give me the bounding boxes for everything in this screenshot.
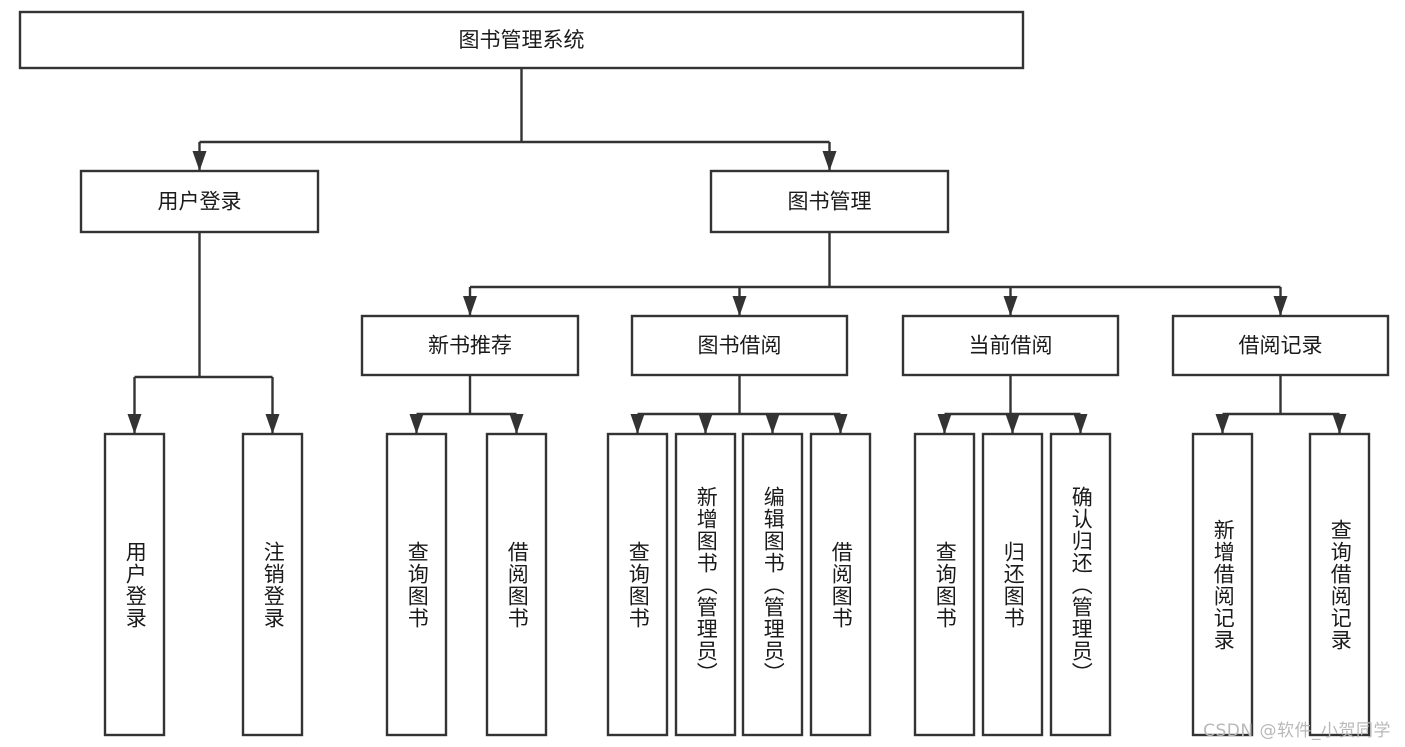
arrow-head-icon (732, 296, 747, 316)
node-box-l3-current[interactable] (901, 314, 1120, 377)
arrow-head-icon (1073, 414, 1088, 434)
node-box-l4-bo-add[interactable] (674, 432, 737, 737)
node-label-root: 图书管理系统 (459, 28, 585, 52)
arrow-head-icon (833, 414, 848, 434)
arrow-head-icon (463, 296, 477, 316)
node-box-l2-book[interactable] (709, 169, 950, 234)
node-box-l2-user[interactable] (79, 169, 320, 234)
node-label-l3-record: 借阅记录 (1239, 334, 1323, 358)
arrow-head-icon (1003, 296, 1018, 316)
node-box-l4-bo-lend[interactable] (809, 432, 872, 737)
node-box-l4-user-login[interactable] (103, 432, 166, 737)
node-box-root[interactable] (18, 10, 1025, 70)
arrow-head-icon (765, 414, 780, 434)
box-layer (18, 10, 1390, 737)
node-box-l3-newbook[interactable] (360, 314, 580, 377)
arrow-head-icon (127, 414, 142, 434)
node-box-l4-user-logout[interactable] (241, 432, 304, 737)
node-label-l3-borrow: 图书借阅 (698, 334, 782, 358)
arrow-head-icon (409, 414, 424, 434)
node-box-l4-nb-query[interactable] (385, 432, 448, 737)
node-box-l4-bo-edit[interactable] (741, 432, 804, 737)
arrow-head-icon (698, 414, 713, 434)
arrow-head-icon (1273, 296, 1288, 316)
arrow-head-icon (630, 414, 645, 434)
node-box-l4-re-add[interactable] (1191, 432, 1254, 737)
node-label-l2-book: 图书管理 (788, 190, 872, 214)
node-box-l4-nb-borrow[interactable] (485, 432, 548, 737)
node-label-l2-user: 用户登录 (158, 190, 242, 214)
arrow-head-icon (937, 414, 952, 434)
node-label-l3-current: 当前借阅 (969, 334, 1053, 358)
arrow-head-icon (1005, 414, 1020, 434)
arrow-head-icon (192, 151, 207, 171)
arrow-head-icon (509, 414, 524, 434)
arrow-head-icon (822, 151, 837, 171)
arrow-head-icon (1215, 414, 1230, 434)
node-box-l4-bo-query[interactable] (606, 432, 669, 737)
node-box-l4-cu-return[interactable] (981, 432, 1044, 737)
node-label-l3-newbook: 新书推荐 (428, 334, 512, 358)
edge-layer (127, 68, 1347, 434)
node-box-l3-borrow[interactable] (630, 314, 849, 377)
arrow-head-icon (265, 414, 280, 434)
node-box-l3-record[interactable] (1171, 314, 1390, 377)
node-box-l4-re-query[interactable] (1308, 432, 1371, 737)
arrow-head-icon (1332, 414, 1347, 434)
watermark-text: CSDN @软件_小贺同学 (1203, 721, 1391, 741)
node-box-l4-cu-confirm[interactable] (1049, 432, 1112, 737)
node-box-l4-cu-query[interactable] (913, 432, 976, 737)
